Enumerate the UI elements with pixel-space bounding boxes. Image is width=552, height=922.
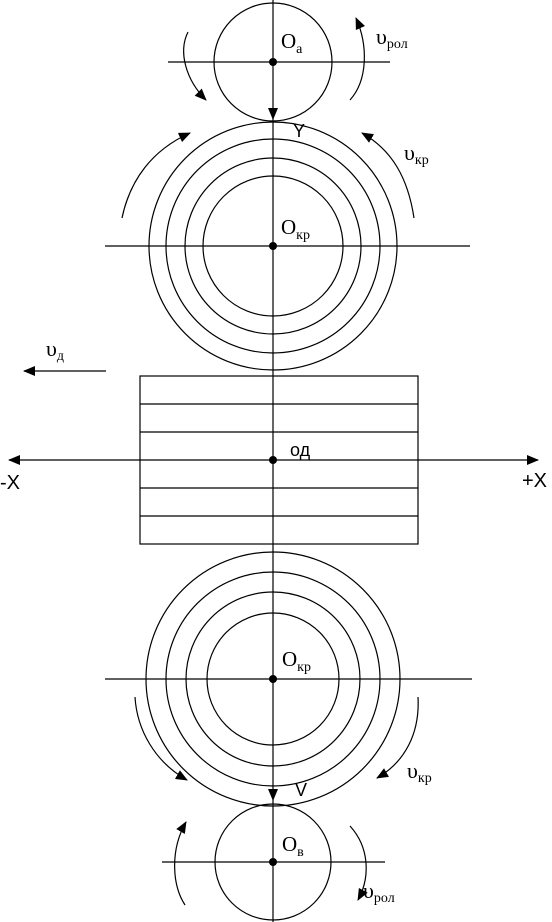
lower-circle-center-label: Oкр (282, 647, 311, 675)
lower-roll-center-dot (269, 858, 277, 866)
upper-roll-left-rotation-arrow (183, 31, 207, 101)
upper-circle-left-rotation-arrow (121, 132, 191, 219)
lower-circle-speed-label: υкр (407, 758, 432, 786)
upper-circle-center-dot (269, 242, 277, 250)
lower-circle-left-rotation-arrow (134, 696, 188, 781)
upper-roll-speed-label: υрол (376, 24, 408, 52)
lower-roll-left-rotation-arrow (174, 821, 187, 906)
upper-roll-center-dot (269, 58, 277, 66)
upper-circle-center-label: Oкр (281, 215, 310, 243)
part-speed-label: υд (46, 336, 64, 364)
x-axis-positive-label: +X (522, 470, 547, 492)
upper-circle-speed-label: υкр (404, 140, 429, 168)
x-axis-negative-label: -X (0, 472, 20, 494)
part-center-label: од (290, 440, 311, 460)
lower-circle-right-rotation-arrow (376, 696, 419, 779)
y-axis-bottom-label: V (295, 780, 307, 800)
lower-roll-center-label: Oв (282, 832, 304, 860)
y-axis-top-label: Y (293, 121, 305, 141)
lower-roll-speed-label: υрол (363, 878, 395, 906)
lower-roll-right-rotation-arrow (349, 825, 368, 901)
upper-roll-center-label: Oa (281, 29, 303, 57)
upper-roll-right-rotation-arrow (349, 17, 366, 101)
lower-circle-center-dot (269, 675, 277, 683)
part-center-dot (269, 456, 277, 464)
upper-circle-right-rotation-arrow (361, 132, 415, 219)
